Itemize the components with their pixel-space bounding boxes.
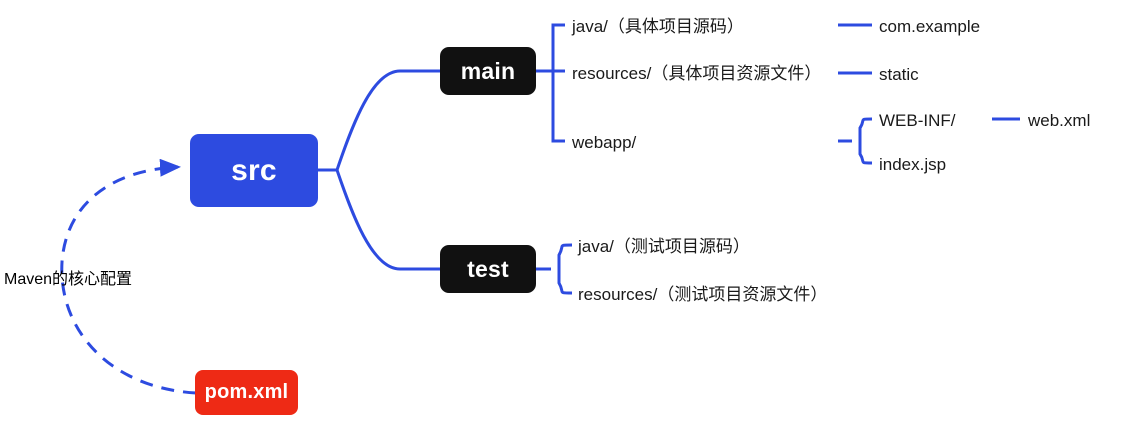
link-src-test — [335, 169, 440, 271]
node-test[interactable]: test — [440, 245, 536, 293]
leaf-index-jsp[interactable]: index.jsp — [879, 155, 947, 174]
link-src-main — [335, 69, 440, 171]
leaf-web-xml[interactable]: web.xml — [1028, 111, 1091, 130]
node-pom-xml[interactable]: pom.xml — [195, 370, 298, 415]
leaf-main-webapp[interactable]: webapp/ — [572, 133, 637, 152]
leaf-static[interactable]: static — [879, 65, 919, 84]
leaf-main-resources[interactable]: resources/（具体项目资源文件） — [572, 64, 822, 83]
node-src[interactable]: src — [190, 134, 318, 207]
node-pom-xml-label: pom.xml — [204, 381, 289, 403]
bracket-test — [557, 243, 573, 295]
leaf-main-java[interactable]: java/（具体项目源码） — [572, 17, 744, 36]
leaf-test-resources[interactable]: resources/（测试项目资源文件） — [578, 285, 828, 304]
bracket-webapp — [858, 117, 873, 165]
leaf-test-java[interactable]: java/（测试项目源码） — [578, 237, 750, 256]
leaf-com-example[interactable]: com.example — [879, 17, 981, 36]
leaf-web-inf[interactable]: WEB-INF/ — [879, 111, 956, 130]
annotation-maven-core-config: Maven的核心配置 — [4, 271, 133, 288]
node-test-label: test — [467, 255, 509, 282]
node-main[interactable]: main — [440, 47, 536, 95]
node-src-label: src — [231, 153, 277, 187]
bracket-main — [551, 23, 565, 143]
node-main-label: main — [460, 57, 516, 84]
